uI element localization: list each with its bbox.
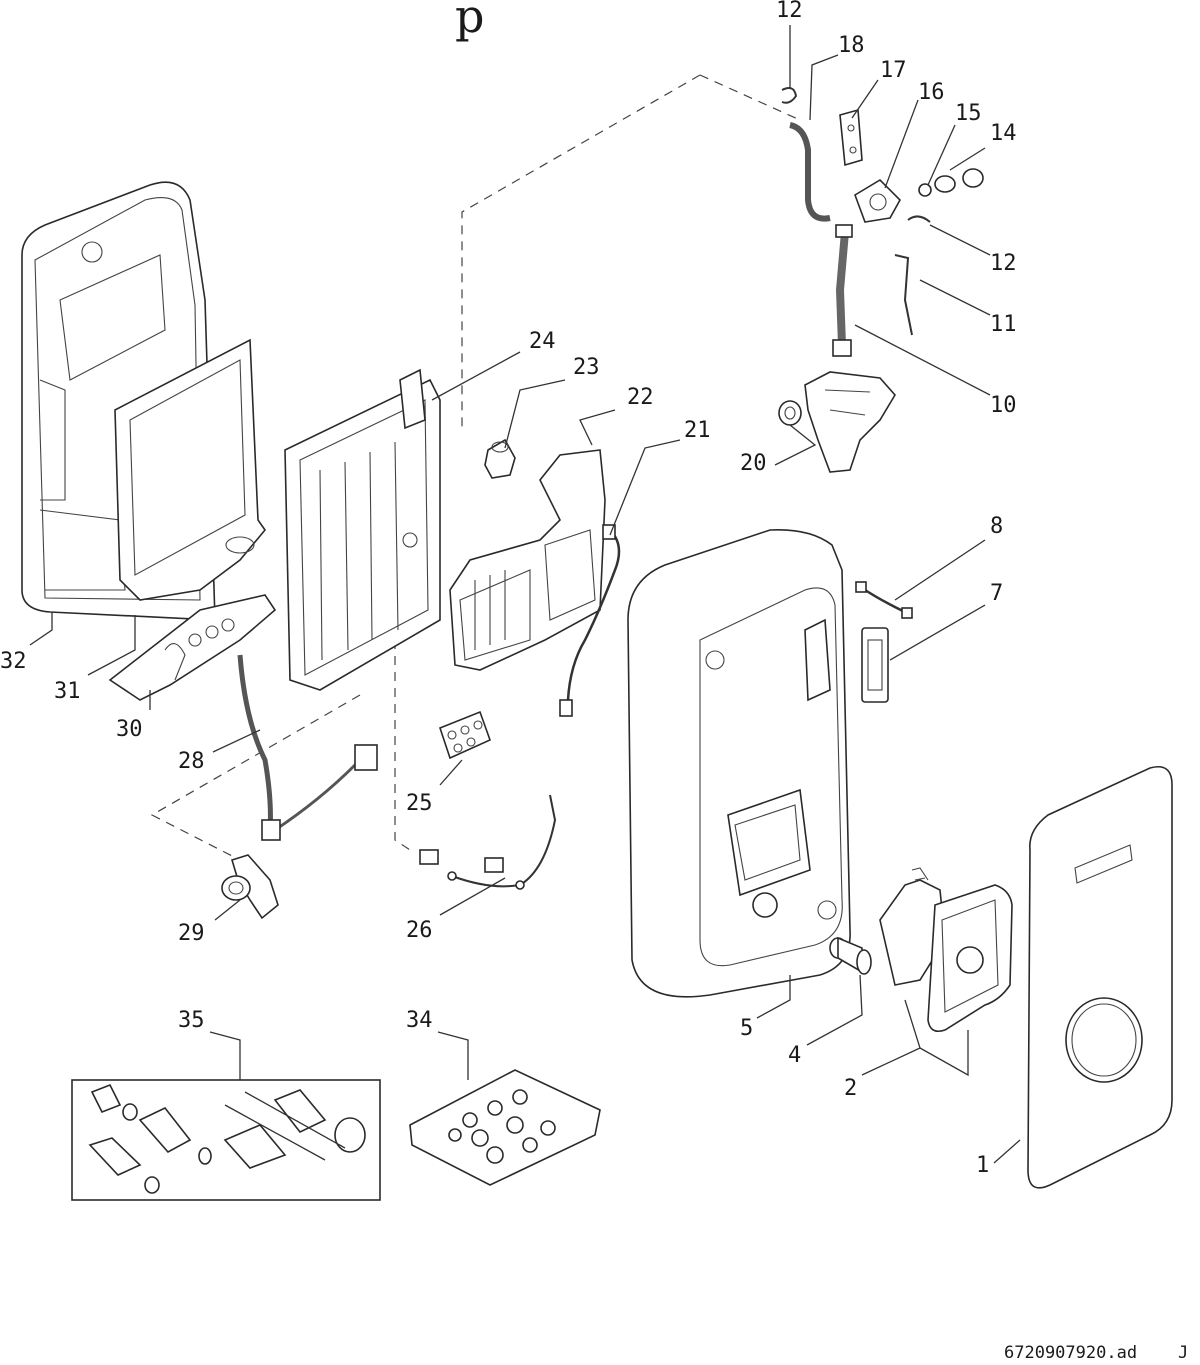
callout-12-bottom: 12 bbox=[990, 251, 1017, 276]
callout-11: 11 bbox=[990, 312, 1017, 337]
part-25-terminal-block bbox=[439, 710, 492, 760]
callout-20: 20 bbox=[740, 451, 767, 476]
callout-32: 32 bbox=[0, 649, 27, 674]
callout-2: 2 bbox=[844, 1076, 857, 1101]
part-10-flex-hose bbox=[832, 224, 853, 357]
callout-25: 25 bbox=[406, 791, 433, 816]
part-28-hose bbox=[237, 654, 378, 841]
part-8-connector-cable bbox=[855, 581, 913, 619]
part-16-union bbox=[854, 178, 901, 223]
part-31-mounting-plate bbox=[114, 338, 267, 601]
callout-24: 24 bbox=[529, 329, 556, 354]
part-29-elbow-fitting bbox=[221, 854, 279, 920]
callout-22: 22 bbox=[627, 385, 654, 410]
part-21-cable bbox=[559, 524, 621, 717]
assembly-guide-lines bbox=[150, 74, 801, 861]
part-14-nut bbox=[934, 168, 984, 193]
callout-29: 29 bbox=[178, 921, 205, 946]
callout-17: 17 bbox=[880, 58, 907, 83]
callout-18: 18 bbox=[838, 33, 865, 58]
part-22-electronics-housing bbox=[449, 449, 606, 671]
part-15-washer bbox=[918, 183, 932, 197]
callout-labels: 1 2 4 5 7 8 10 11 12 12 14 15 16 17 18 2… bbox=[0, 0, 1017, 1178]
callout-1: 1 bbox=[976, 1153, 989, 1178]
part-7-module bbox=[861, 627, 889, 703]
part-2-control-board bbox=[879, 867, 1013, 1033]
callout-34: 34 bbox=[406, 1008, 433, 1033]
revision-letter: J bbox=[1178, 1343, 1188, 1363]
callout-15: 15 bbox=[955, 101, 982, 126]
callout-28: 28 bbox=[178, 749, 205, 774]
callout-30: 30 bbox=[116, 717, 143, 742]
part-17-bracket bbox=[839, 108, 863, 167]
part-34-seal-bag bbox=[409, 1069, 601, 1186]
callout-26: 26 bbox=[406, 918, 433, 943]
part-1-front-cover bbox=[1027, 766, 1173, 1189]
document-code: 6720907920.ad bbox=[1004, 1343, 1137, 1363]
callout-35: 35 bbox=[178, 1008, 205, 1033]
callout-4: 4 bbox=[788, 1043, 801, 1068]
callout-16: 16 bbox=[918, 80, 945, 105]
leader-lines bbox=[29, 25, 1021, 1164]
callout-8: 8 bbox=[990, 514, 1003, 539]
callout-12-top: 12 bbox=[776, 0, 803, 23]
callout-31: 31 bbox=[54, 679, 81, 704]
part-12-clip-top bbox=[781, 87, 798, 104]
callout-14: 14 bbox=[990, 121, 1017, 146]
callout-23: 23 bbox=[573, 355, 600, 380]
part-30-bottom-tray bbox=[108, 594, 277, 701]
part-20-valve-block bbox=[778, 371, 896, 473]
callout-5: 5 bbox=[740, 1016, 753, 1041]
part-23-connector bbox=[484, 438, 516, 479]
part-12-clip-bottom bbox=[907, 215, 931, 223]
part-35-fitting-kit bbox=[71, 1079, 381, 1201]
part-26-sensor-cable bbox=[419, 794, 557, 890]
part-5-casing bbox=[627, 528, 851, 998]
callout-10: 10 bbox=[990, 393, 1017, 418]
header-letter: p bbox=[455, 0, 484, 43]
part-11-sensor-wire bbox=[894, 254, 913, 336]
part-4-knob bbox=[829, 936, 872, 975]
part-18-pipe bbox=[789, 122, 831, 222]
callout-7: 7 bbox=[990, 581, 1003, 606]
callout-21: 21 bbox=[684, 418, 711, 443]
part-24-heater-block bbox=[284, 368, 441, 691]
